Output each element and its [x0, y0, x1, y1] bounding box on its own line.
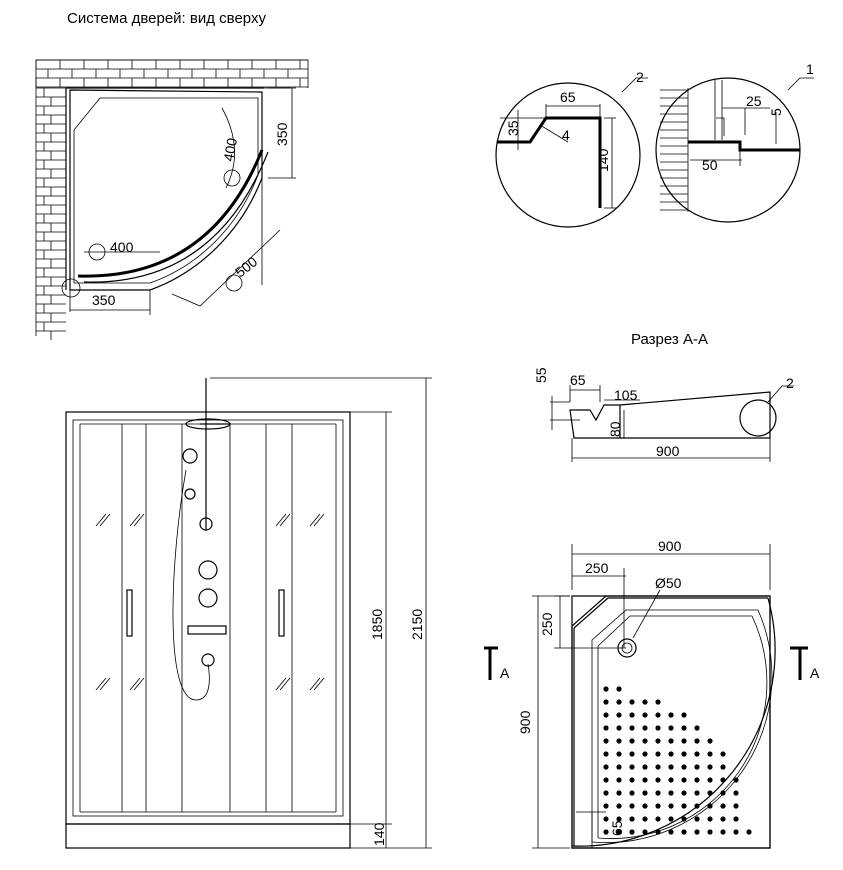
detail2-callout: 2 [636, 69, 644, 85]
brick-wall [35, 59, 309, 340]
shower-hose [172, 469, 210, 701]
corner-detail-circle [61, 278, 81, 298]
top-view-title: Система дверей: вид сверху [67, 10, 266, 27]
tray-dim-65: 65 [609, 820, 625, 836]
section-mark-right: А [810, 665, 820, 681]
section-callout: 2 [786, 375, 794, 391]
front-view: 1850 2150 140 [65, 377, 432, 849]
dim-500: 500 [232, 253, 260, 280]
detail2-dim-65: 65 [560, 89, 576, 105]
detail2-dim-35: 35 [505, 120, 521, 136]
shower-pipe [200, 378, 230, 530]
detail-2: 65 35 4 140 2 [495, 69, 648, 228]
tray-dim-900-left: 900 [517, 710, 533, 734]
dim-400-right: 400 [220, 137, 240, 163]
anti-slip-dots [603, 686, 752, 835]
detail1-dim-50: 50 [702, 157, 718, 173]
dim-350-vertical: 350 [274, 122, 290, 146]
dim-400-bottom: 400 [110, 239, 134, 255]
mixer-knob [198, 588, 218, 608]
tray-dim-250-left: 250 [539, 612, 555, 636]
detail-1: 25 5 50 1 [655, 61, 814, 223]
section-dim-900: 900 [656, 443, 680, 459]
front-dim-140: 140 [371, 822, 387, 846]
tray-dim-drain: Ø50 [655, 575, 682, 591]
tray-dim-900-top: 900 [658, 538, 682, 554]
dim-350-horizontal: 350 [92, 292, 116, 308]
tray-plan-view: 900 250 Ø50 250 900 65 А А [484, 538, 820, 849]
section-dim-65: 65 [570, 372, 586, 388]
top-view: 350 400 400 500 350 [35, 59, 309, 340]
section-mark-left: А [500, 665, 510, 681]
shelf [187, 625, 227, 635]
tray-dim-250-top: 250 [585, 560, 609, 576]
detail1-wall [660, 88, 689, 212]
hand-shower-head [182, 448, 198, 464]
detail1-callout: 1 [806, 61, 814, 77]
front-dim-1850: 1850 [369, 609, 385, 640]
left-door-handle [126, 589, 133, 637]
section-view: 55 65 105 80 900 2 [533, 367, 794, 462]
rain-shower-head [185, 418, 231, 430]
section-dim-80: 80 [607, 421, 623, 437]
detail1-dim-5: 5 [768, 108, 784, 116]
control-knob [198, 560, 218, 580]
section-dim-55: 55 [533, 367, 549, 383]
detail2-dim-4: 4 [562, 127, 570, 143]
detail2-dim-140: 140 [595, 148, 611, 172]
detail1-dim-25: 25 [746, 93, 762, 109]
right-door-handle [278, 589, 285, 637]
section-dim-105: 105 [614, 387, 638, 403]
front-dim-2150: 2150 [409, 609, 425, 640]
section-title: Разрез А-А [631, 331, 708, 348]
shower-tray-front [65, 823, 351, 849]
